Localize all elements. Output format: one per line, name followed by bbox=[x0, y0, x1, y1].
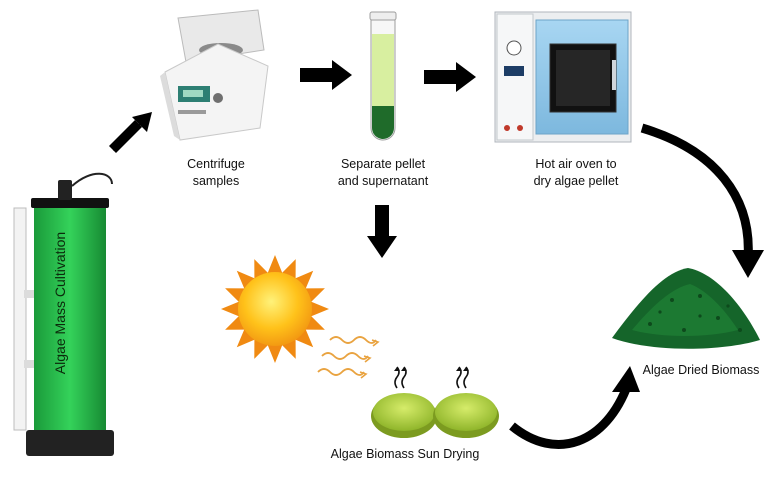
arrow-tube-to-oven bbox=[424, 62, 476, 92]
centrifuge-icon bbox=[160, 9, 269, 141]
test-tube-icon bbox=[369, 11, 397, 141]
label-dried-biomass: Algae Dried Biomass bbox=[642, 363, 760, 377]
hot-air-oven-icon bbox=[494, 11, 632, 143]
arrow-oven-to-biomass bbox=[640, 123, 764, 278]
biomass-powder-icon bbox=[612, 268, 760, 349]
label-centrifuge: Centrifuge samples bbox=[187, 157, 245, 188]
petri-dish-icon bbox=[371, 366, 499, 438]
label-cultivation: Algae Mass Cultivation bbox=[52, 231, 68, 375]
arrow-tube-to-sun-drying bbox=[367, 205, 397, 258]
arrow-centrifuge-to-tube bbox=[300, 60, 352, 90]
label-cultivation-container: Algae Mass Cultivation bbox=[47, 208, 73, 398]
label-oven: Hot air oven to dry algae pellet bbox=[533, 157, 619, 188]
label-sun-drying: Algae Biomass Sun Drying bbox=[330, 447, 480, 461]
label-separate: Separate pellet and supernatant bbox=[337, 157, 429, 188]
heat-wave-icon bbox=[317, 336, 380, 379]
arrow-cultivation-to-centrifuge bbox=[109, 112, 152, 153]
photobioreactor-icon bbox=[13, 172, 114, 456]
sun-icon bbox=[221, 255, 329, 363]
arrow-sun-drying-to-biomass bbox=[509, 366, 640, 449]
